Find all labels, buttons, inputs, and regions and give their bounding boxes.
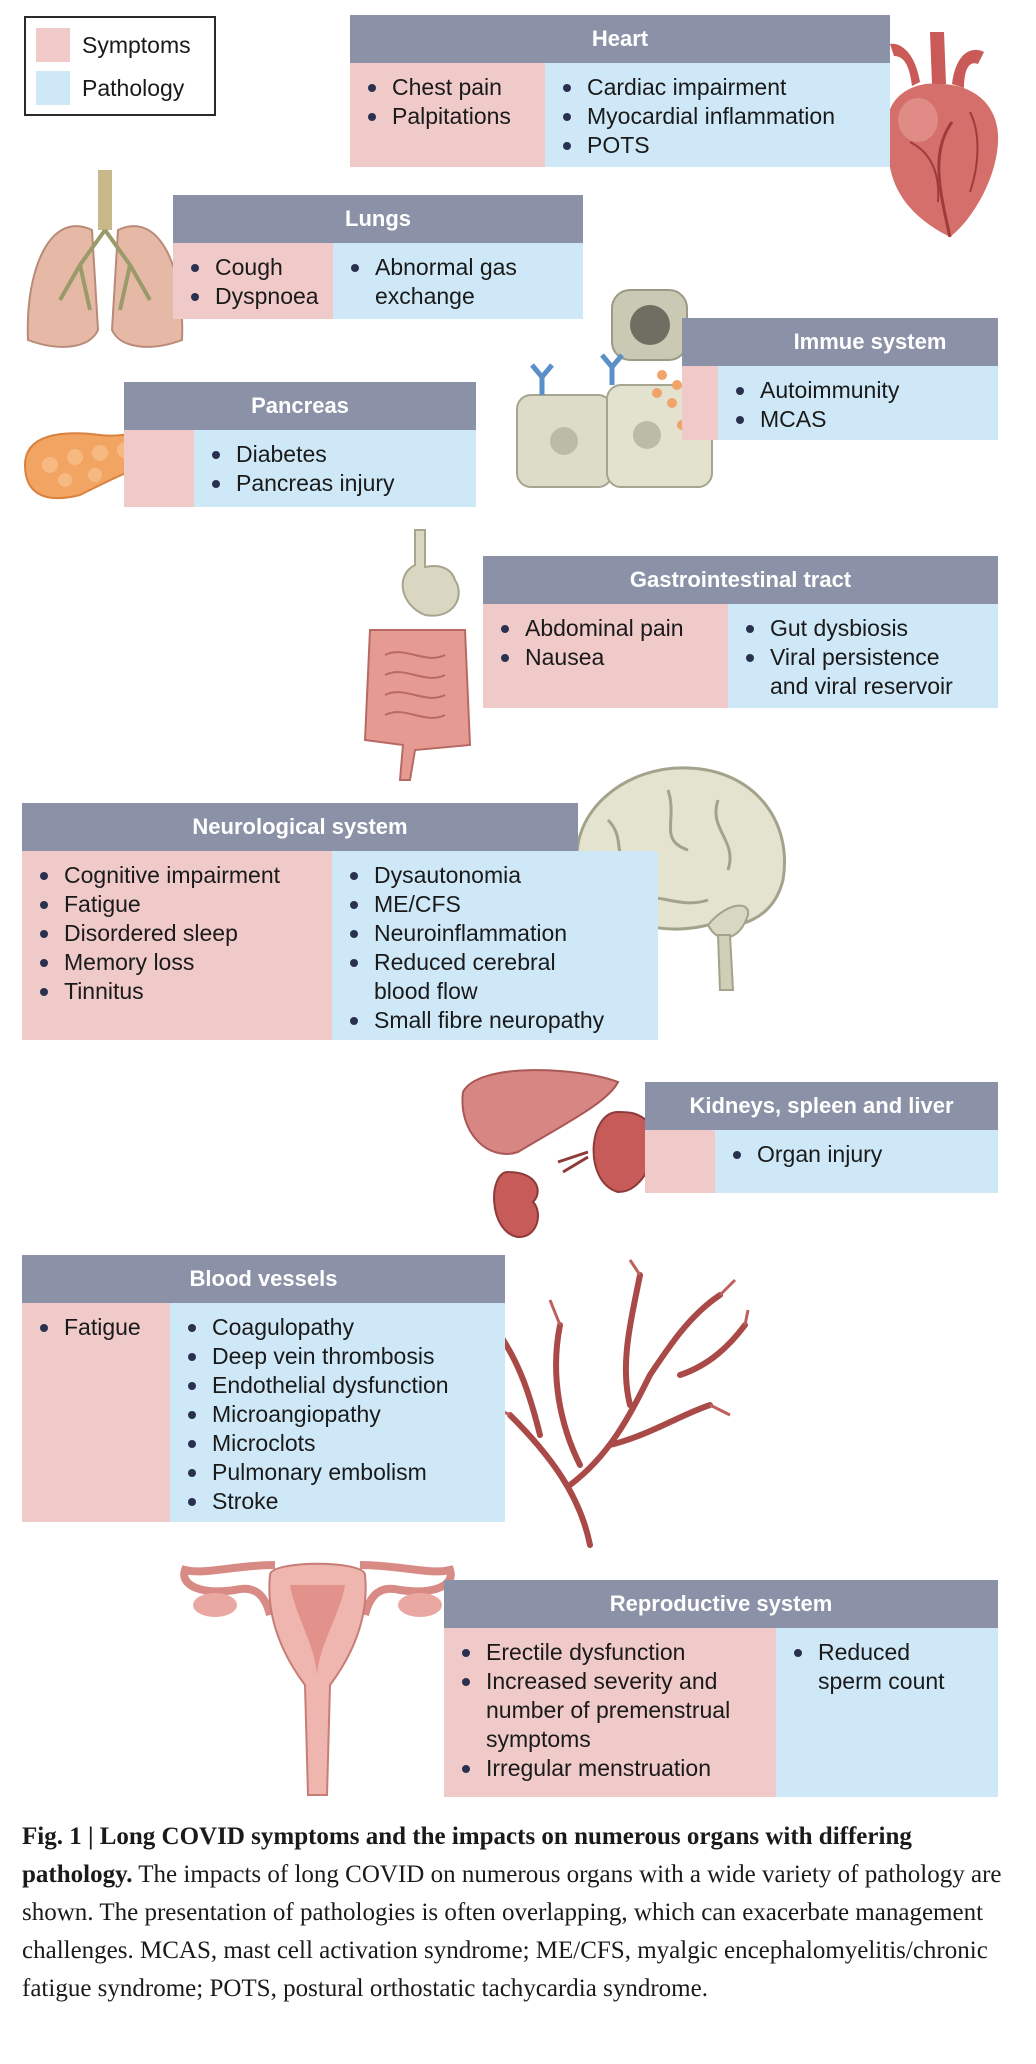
list-item: POTS: [545, 131, 880, 160]
list-item: blood flow: [374, 978, 478, 1004]
legend-item-symptoms: Symptoms: [36, 28, 191, 62]
symptoms-swatch: [36, 28, 70, 62]
list-item: Abnormal gas: [333, 253, 573, 282]
repro-title: Reproductive system: [444, 1580, 998, 1628]
caption-text: The impacts of long COVID on numerous or…: [22, 1861, 1002, 2002]
list-item: Pulmonary embolism: [170, 1458, 495, 1487]
list-item: Abdominal pain: [483, 614, 718, 643]
list-item: Irregular menstruation: [444, 1754, 766, 1783]
list-item: Endothelial dysfunction: [170, 1371, 495, 1400]
list-item: Fatigue: [22, 890, 322, 919]
list-item: Chest pain: [350, 73, 535, 102]
uterus-illustration: [180, 1561, 455, 1796]
list-item: Autoimmunity: [718, 376, 988, 405]
list-item: Dysautonomia: [332, 861, 648, 890]
list-item: Neuroinflammation: [332, 919, 648, 948]
list-item: ME/CFS: [332, 890, 648, 919]
heart-title: Heart: [350, 15, 890, 63]
kidneys-symptoms: [645, 1130, 715, 1193]
list-item: Cardiac impairment: [545, 73, 880, 102]
lungs-title: Lungs: [173, 195, 583, 243]
kidneys-pathology: Organ injury: [715, 1130, 998, 1193]
list-item: Viral persistence: [728, 643, 988, 672]
repro-box: Reproductive system Erectile dysfunction…: [444, 1580, 998, 1797]
list-item: Cognitive impairment: [22, 861, 322, 890]
list-item: Disordered sleep: [22, 919, 322, 948]
list-item: Stroke: [170, 1487, 495, 1516]
list-item: number of premenstrual: [486, 1697, 731, 1723]
blood-vessels-title: Blood vessels: [22, 1255, 505, 1303]
immune-symptoms: [682, 366, 718, 440]
list-item: symptoms: [486, 1726, 591, 1752]
list-item: Dyspnoea: [173, 282, 323, 311]
neuro-box: Neurological system Cognitive impairment…: [22, 803, 658, 1040]
legend-label-symptoms: Symptoms: [82, 31, 191, 58]
list-item: sperm count: [818, 1668, 945, 1694]
blood-vessels-illustration: [483, 1259, 750, 1548]
list-item: Reduced cerebral: [332, 948, 648, 977]
pancreas-title: Pancreas: [124, 382, 476, 430]
list-item: MCAS: [718, 405, 988, 434]
legend-label-pathology: Pathology: [82, 74, 185, 101]
immune-cells-illustration: [516, 289, 713, 488]
list-item: Coagulopathy: [170, 1313, 495, 1342]
list-item: Nausea: [483, 643, 718, 672]
list-item: exchange: [375, 283, 475, 309]
blood-vessels-symptoms: Fatigue: [22, 1303, 170, 1522]
list-item: Palpitations: [350, 102, 535, 131]
kidneys-box: Kidneys, spleen and liver Organ injury: [645, 1082, 998, 1193]
list-item: Deep vein thrombosis: [170, 1342, 495, 1371]
legend-item-pathology: Pathology: [36, 71, 184, 105]
list-item: Diabetes: [194, 440, 466, 469]
list-item: Cough: [173, 253, 323, 282]
list-item: Microangiopathy: [170, 1400, 495, 1429]
heart-illustration: [888, 32, 999, 238]
list-item: Tinnitus: [22, 977, 322, 1006]
caption-label: Fig. 1 | Long COVID symptoms and the imp…: [22, 1823, 912, 1888]
liver-kidney-illustration: [461, 1069, 655, 1239]
immune-title: Immue system: [682, 318, 998, 366]
list-item: Fatigue: [22, 1313, 160, 1342]
gi-tract-illustration: [363, 529, 472, 781]
list-item: and viral reservoir: [770, 673, 953, 699]
pathology-swatch: [36, 71, 70, 105]
kidneys-title: Kidneys, spleen and liver: [645, 1082, 998, 1130]
list-item: Increased severity and: [444, 1667, 766, 1696]
legend: Symptoms Pathology: [24, 16, 216, 116]
list-item: Gut dysbiosis: [728, 614, 988, 643]
list-item: Memory loss: [22, 948, 322, 977]
figure-caption: Fig. 1 | Long COVID symptoms and the imp…: [22, 1818, 1012, 2008]
pancreas-symptoms: [124, 430, 194, 507]
list-item: Reduced: [776, 1638, 988, 1667]
list-item: Small fibre neuropathy: [332, 1006, 648, 1035]
gi-title: Gastrointestinal tract: [483, 556, 998, 604]
lungs-illustration: [26, 170, 184, 348]
neuro-title: Neurological system: [22, 803, 578, 851]
list-item: Organ injury: [715, 1140, 988, 1169]
list-item: Pancreas injury: [194, 469, 466, 498]
list-item: Myocardial inflammation: [545, 102, 880, 131]
list-item: Erectile dysfunction: [444, 1638, 766, 1667]
list-item: Microclots: [170, 1429, 495, 1458]
